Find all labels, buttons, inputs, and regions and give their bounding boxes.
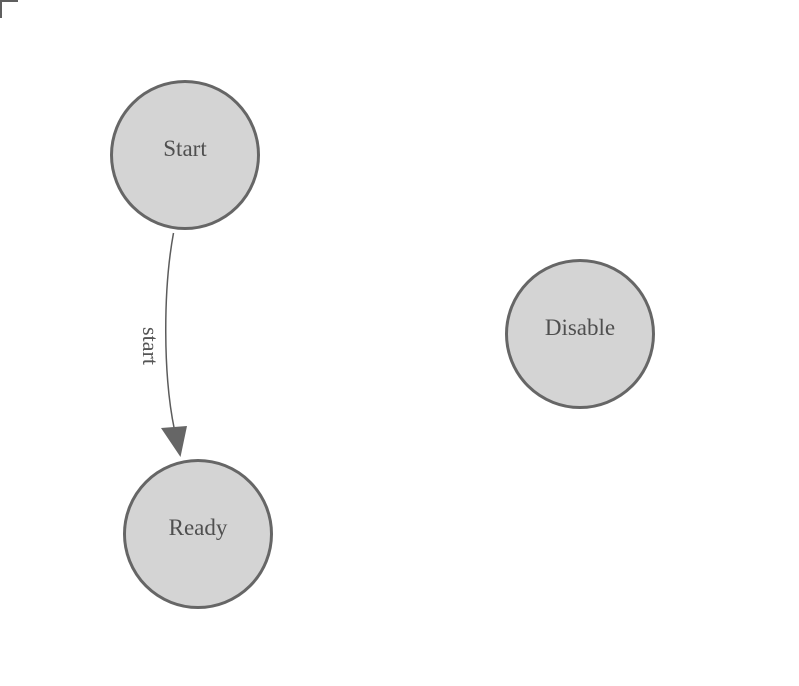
state-node-ready[interactable]: Ready	[123, 459, 273, 609]
corner-bracket-icon	[0, 0, 18, 18]
state-node-start[interactable]: Start	[110, 80, 260, 230]
state-node-disable[interactable]: Disable	[505, 259, 655, 409]
state-label-disable: Disable	[544, 315, 616, 340]
edge-label-start[interactable]: start	[138, 327, 163, 365]
state-label-ready: Ready	[168, 515, 228, 540]
state-label-start: Start	[163, 136, 207, 161]
edge-start-to-ready[interactable]	[165, 232, 176, 431]
arrowhead-icon	[161, 426, 187, 457]
